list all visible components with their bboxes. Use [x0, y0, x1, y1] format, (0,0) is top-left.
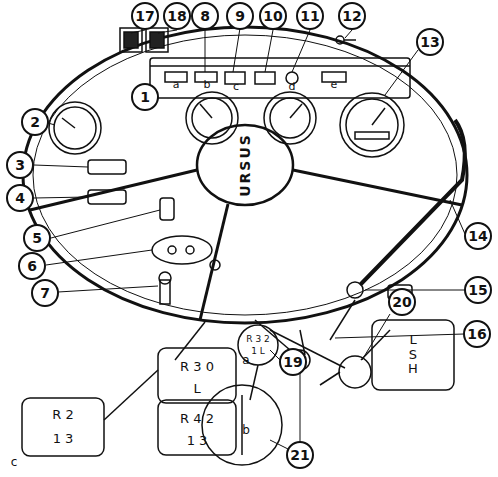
callout-number: 19	[283, 355, 302, 369]
gear-pattern: 1 3	[187, 434, 208, 447]
callout-number: 2	[30, 115, 40, 129]
callout-circle: 9	[226, 2, 254, 30]
callout-circle: 7	[31, 279, 59, 307]
callout-number: 21	[290, 448, 309, 462]
callout-circle: 20	[388, 288, 416, 316]
callout-number: 20	[392, 295, 411, 309]
callout-number: 13	[420, 35, 439, 49]
callout-number: 17	[135, 9, 154, 23]
callout-circle: 15	[464, 276, 492, 304]
callout-number: 3	[15, 158, 25, 172]
callout-number: 12	[342, 9, 361, 23]
callout-circle: 16	[463, 320, 491, 348]
callout-number: 10	[263, 9, 282, 23]
gear-pattern: R 2	[52, 408, 73, 421]
callout-number: 18	[167, 9, 186, 23]
callout-circle: 1	[131, 83, 159, 111]
callout-circle: 19	[279, 348, 307, 376]
callout-number: 6	[27, 259, 37, 273]
letter-label: b	[242, 424, 250, 436]
letter-label: e	[331, 79, 338, 90]
gear-pattern: 1 3	[53, 432, 74, 445]
gear-pattern: 1 L	[251, 347, 265, 356]
callout-number: 8	[200, 9, 210, 23]
letter-label: c	[11, 456, 18, 468]
callout-number: 9	[235, 9, 245, 23]
callout-circle: 8	[191, 2, 219, 30]
callout-number: 4	[15, 191, 25, 205]
gear-pattern: L S H	[407, 333, 420, 378]
callout-number: 15	[468, 283, 487, 297]
callout-circle: 10	[259, 2, 287, 30]
callout-circle: 2	[21, 108, 49, 136]
callout-circle: 14	[464, 222, 492, 250]
callout-circle: 13	[416, 28, 444, 56]
callout-circle: 6	[18, 252, 46, 280]
callout-number: 1	[140, 90, 150, 104]
gear-pattern: L	[193, 382, 200, 395]
letter-label: d	[289, 81, 296, 92]
gear-pattern: R 3 0	[180, 360, 214, 373]
letter-label: c	[233, 81, 239, 92]
callout-number: 11	[300, 9, 319, 23]
callout-number: 5	[32, 231, 42, 245]
callout-number: 16	[467, 327, 486, 341]
callout-circle: 21	[286, 441, 314, 469]
gear-pattern: R 4 2	[180, 412, 214, 425]
callout-circle: 3	[6, 151, 34, 179]
callout-circle: 12	[338, 2, 366, 30]
letter-label: a	[173, 79, 180, 90]
callout-circle: 17	[131, 2, 159, 30]
callout-circle: 4	[6, 184, 34, 212]
brand-text: URSUS	[238, 133, 252, 197]
letter-label: a	[242, 354, 249, 366]
callout-number: 14	[468, 229, 487, 243]
callout-circle: 18	[163, 2, 191, 30]
callout-circle: 5	[23, 224, 51, 252]
callout-circle: 11	[296, 2, 324, 30]
gear-pattern: R 3 2	[246, 335, 269, 344]
letter-label: b	[204, 79, 211, 90]
callout-number: 7	[40, 286, 50, 300]
